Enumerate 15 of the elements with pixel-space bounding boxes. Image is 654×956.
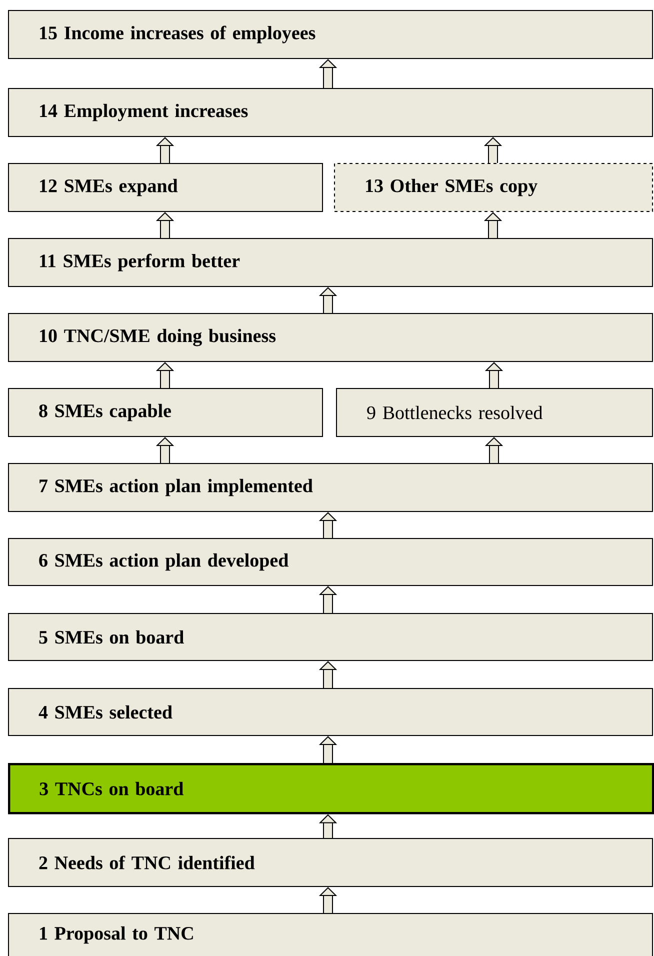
process-box: 15 Income increases of employees (8, 10, 653, 59)
process-box: 9 Bottlenecks resolved (336, 388, 653, 437)
process-box: 4 SMEs selected (8, 688, 653, 736)
process-box: 6 SMEs action plan developed (8, 538, 653, 586)
process-box: 3 TNCs on board (8, 763, 654, 814)
process-box: 11 SMEs perform better (8, 238, 653, 287)
process-box: 13 Other SMEs copy (334, 163, 653, 212)
process-box: 8 SMEs capable (8, 388, 323, 437)
process-box: 10 TNC/SME doing business (8, 313, 653, 362)
process-box: 12 SMEs expand (8, 163, 323, 212)
process-box: 1 Proposal to TNC (8, 913, 653, 956)
process-box: 2 Needs of TNC identified (8, 838, 653, 887)
process-box: 7 SMEs action plan implemented (8, 463, 653, 512)
process-box: 14 Employment increases (8, 88, 653, 137)
process-box: 5 SMEs on board (8, 613, 653, 661)
